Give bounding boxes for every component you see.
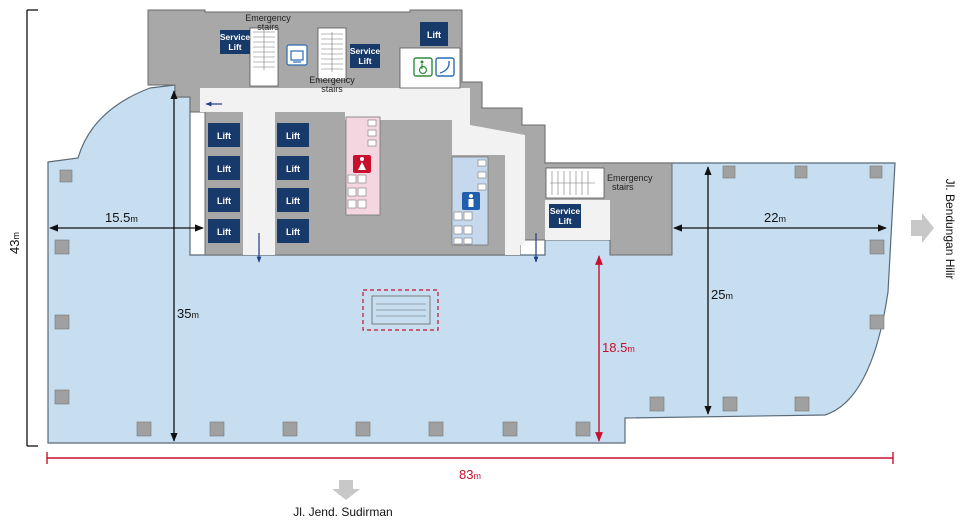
svg-text:15.5m: 15.5m xyxy=(105,210,138,225)
lift-8: Lift xyxy=(277,219,309,243)
svg-text:Emergency: Emergency xyxy=(309,75,355,85)
svg-text:83m: 83m xyxy=(459,467,481,482)
male-restroom-stalls xyxy=(453,159,487,245)
lift-3: Lift xyxy=(208,188,240,212)
lift-4: Lift xyxy=(208,219,240,243)
svg-text:Jl. Jend. Sudirman: Jl. Jend. Sudirman xyxy=(293,505,392,519)
street-south: Jl. Jend. Sudirman xyxy=(293,480,393,519)
dimension-right-depth: 25m xyxy=(704,166,733,415)
core-corridor-west xyxy=(243,112,275,255)
service-lift-west: Service Lift xyxy=(220,30,251,54)
wheelchair-icon xyxy=(413,57,433,77)
central-feature-inner xyxy=(371,295,431,325)
dimension-total-depth: 43m xyxy=(7,9,38,447)
lift-1: Lift xyxy=(208,123,240,147)
dimension-center-depth: 18.5m xyxy=(595,255,635,442)
lift-7: Lift xyxy=(277,188,309,212)
svg-text:stairs: stairs xyxy=(257,22,279,32)
svg-text:Lift: Lift xyxy=(217,196,231,206)
stair-treads-center xyxy=(321,32,343,72)
svg-text:Service: Service xyxy=(350,46,381,56)
svg-text:Emergency: Emergency xyxy=(607,173,653,183)
passenger-lift-bank-west: Lift Lift Lift Lift xyxy=(208,123,240,243)
svg-text:18.5m: 18.5m xyxy=(602,340,635,355)
svg-text:Lift: Lift xyxy=(217,227,231,237)
svg-text:Jl. Bendungan Hilir: Jl. Bendungan Hilir xyxy=(943,179,957,280)
street-east: Jl. Bendungan Hilir xyxy=(911,179,957,280)
svg-text:Lift: Lift xyxy=(558,216,571,226)
pantry-icon xyxy=(286,44,308,66)
svg-text:Lift: Lift xyxy=(286,196,300,206)
street-east-arrow-icon xyxy=(911,213,934,243)
core-corridor-east xyxy=(452,112,525,255)
svg-text:Lift: Lift xyxy=(286,164,300,174)
emergency-stairs-label-east: Emergency stairs xyxy=(607,173,653,192)
svg-text:Service: Service xyxy=(550,206,581,216)
dimension-total-width: 83m xyxy=(46,452,894,482)
emergency-stairs-label-top: Emergency stairs xyxy=(245,13,291,32)
structural-columns xyxy=(54,165,885,437)
svg-text:Lift: Lift xyxy=(217,164,231,174)
entry-arrow-icons xyxy=(205,101,539,263)
lift-2: Lift xyxy=(208,156,240,180)
service-lift-east: Service Lift xyxy=(549,204,581,228)
svg-text:22m: 22m xyxy=(764,210,786,225)
service-lift-center: Service Lift xyxy=(350,44,381,68)
svg-text:Lift: Lift xyxy=(228,42,241,52)
stair-treads-east xyxy=(550,171,595,195)
svg-text:Emergency: Emergency xyxy=(245,13,291,23)
svg-text:Service: Service xyxy=(220,32,251,42)
central-feature-hatching xyxy=(376,303,426,317)
male-restroom-icon xyxy=(462,192,480,210)
svg-text:stairs: stairs xyxy=(612,182,634,192)
elevator-access-icon xyxy=(435,57,455,77)
leasable-floor-area xyxy=(47,84,896,444)
svg-text:43m: 43m xyxy=(7,232,22,254)
female-restroom-stalls xyxy=(347,119,377,209)
female-restroom-icon xyxy=(353,155,371,173)
emergency-stairs-label-center: Emergency stairs xyxy=(309,75,355,94)
svg-text:25m: 25m xyxy=(711,287,733,302)
central-feature-zone xyxy=(362,289,439,331)
core-corridor-top xyxy=(200,88,470,112)
street-south-arrow-icon xyxy=(332,480,360,500)
svg-text:Lift: Lift xyxy=(286,227,300,237)
lift-top-east: Lift xyxy=(420,22,448,46)
dimension-left-depth: 35m xyxy=(170,90,199,442)
lift-5: Lift xyxy=(277,123,309,147)
svg-text:Lift: Lift xyxy=(358,56,371,66)
svg-text:Lift: Lift xyxy=(427,30,441,40)
svg-text:35m: 35m xyxy=(177,306,199,321)
passenger-lift-bank-east: Lift Lift Lift Lift xyxy=(277,123,309,243)
svg-text:Lift: Lift xyxy=(286,131,300,141)
svg-text:Lift: Lift xyxy=(217,131,231,141)
svg-text:stairs: stairs xyxy=(321,84,343,94)
core-corridor-mid xyxy=(345,112,465,120)
stair-treads-west xyxy=(253,30,275,70)
lift-6: Lift xyxy=(277,156,309,180)
